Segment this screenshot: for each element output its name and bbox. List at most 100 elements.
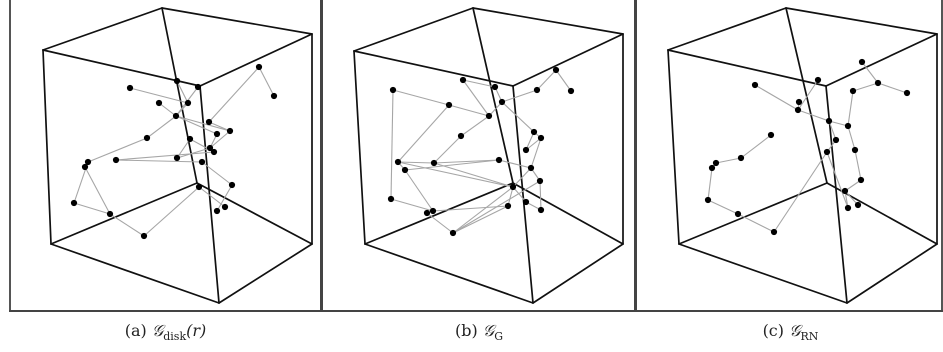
cube-edge <box>667 7 787 51</box>
graph-node <box>751 81 759 89</box>
graph-plot-c <box>667 7 938 304</box>
graph-node <box>495 156 503 164</box>
graph-node <box>172 112 180 120</box>
graph-edge <box>877 82 908 94</box>
cube-edge <box>199 33 313 87</box>
panel-b <box>324 0 634 311</box>
graph-node <box>823 148 831 156</box>
graph-edge <box>176 80 189 104</box>
cube-edge <box>532 243 624 304</box>
cube-edge <box>218 243 313 304</box>
graph-node <box>857 176 865 184</box>
graph-node <box>84 158 92 166</box>
graph-node <box>530 128 538 136</box>
graph-node <box>734 210 742 218</box>
cube-edge <box>353 50 366 245</box>
graph-node <box>81 163 89 171</box>
cube-edge <box>364 243 534 304</box>
graph-node <box>844 122 852 130</box>
graph-node <box>387 195 395 203</box>
panel-separator <box>9 0 11 311</box>
graph-node <box>195 183 203 191</box>
graph-edge <box>525 137 542 151</box>
cube-edge <box>50 243 220 304</box>
graph-node <box>213 207 221 215</box>
graph-edge <box>397 104 450 163</box>
caption-a-subscript: disk <box>163 330 187 343</box>
panel-a <box>10 0 321 311</box>
cube-edge <box>667 49 680 245</box>
graph-node <box>401 166 409 174</box>
graph-node <box>858 58 866 66</box>
graph-edge <box>176 147 211 159</box>
caption-a-symbol: 𝒢 <box>151 321 164 340</box>
cube-edge <box>846 243 938 304</box>
caption-a: (a) 𝒢disk(r) <box>10 318 321 344</box>
graph-edge <box>175 115 231 132</box>
graph-node <box>210 148 218 156</box>
graph-node <box>143 134 151 142</box>
graph-node <box>194 83 202 91</box>
caption-c-symbol: 𝒢 <box>789 321 801 340</box>
graph-edge <box>432 205 509 212</box>
graph-edge <box>847 90 854 127</box>
graph-node <box>903 89 911 97</box>
graph-edge <box>146 115 177 139</box>
graph-edge <box>525 131 535 151</box>
graph-node <box>186 135 194 143</box>
graph-node <box>737 154 745 162</box>
cube-edge <box>42 49 201 87</box>
graph-edge <box>433 135 462 164</box>
cube-edge <box>472 7 514 184</box>
graph-node <box>155 99 163 107</box>
cube-edge <box>364 182 514 245</box>
graph-node <box>849 87 857 95</box>
graph-edge <box>129 87 189 104</box>
graph-node <box>567 87 575 95</box>
graph-edge <box>854 149 862 181</box>
graph-edge <box>512 167 532 188</box>
graph-node <box>844 204 852 212</box>
graph-node <box>173 154 181 162</box>
graph-edge <box>715 157 742 164</box>
graph-node <box>430 159 438 167</box>
graph-node <box>552 66 560 74</box>
graph-node <box>841 187 849 195</box>
graph-edge <box>847 125 856 151</box>
graph-node <box>522 146 530 154</box>
cube-edge <box>825 33 938 87</box>
graph-edge <box>498 159 532 169</box>
graph-edge <box>773 151 828 233</box>
graph-node <box>449 229 457 237</box>
graph-node <box>767 131 775 139</box>
graph-node <box>173 77 181 85</box>
graph-edge <box>404 159 500 171</box>
cube-edge <box>785 7 938 35</box>
caption-c: (c) 𝒢RN <box>638 318 943 344</box>
graph-edge <box>201 161 233 186</box>
graph-edge <box>208 121 231 132</box>
graph-node <box>140 232 148 240</box>
graph-plot-a <box>42 7 313 304</box>
graph-edge <box>115 159 203 163</box>
caption-a-argument: (r) <box>186 321 207 340</box>
graph-edge <box>460 115 490 137</box>
graph-node <box>226 127 234 135</box>
graph-node <box>536 177 544 185</box>
panel-separator <box>941 0 943 311</box>
graph-node <box>504 202 512 210</box>
graph-edge <box>462 79 496 88</box>
graph-edge <box>198 186 226 208</box>
graph-edge <box>73 202 111 215</box>
graph-node <box>429 207 437 215</box>
caption-b-symbol: 𝒢 <box>482 321 495 340</box>
graph-node <box>423 209 431 217</box>
graph-edge <box>175 115 218 135</box>
graph-edge <box>852 82 879 92</box>
graph-node <box>825 117 833 125</box>
graph-node <box>445 101 453 109</box>
graph-edge <box>158 102 177 117</box>
graph-node <box>851 146 859 154</box>
graph-node <box>491 83 499 91</box>
graph-node <box>832 136 840 144</box>
